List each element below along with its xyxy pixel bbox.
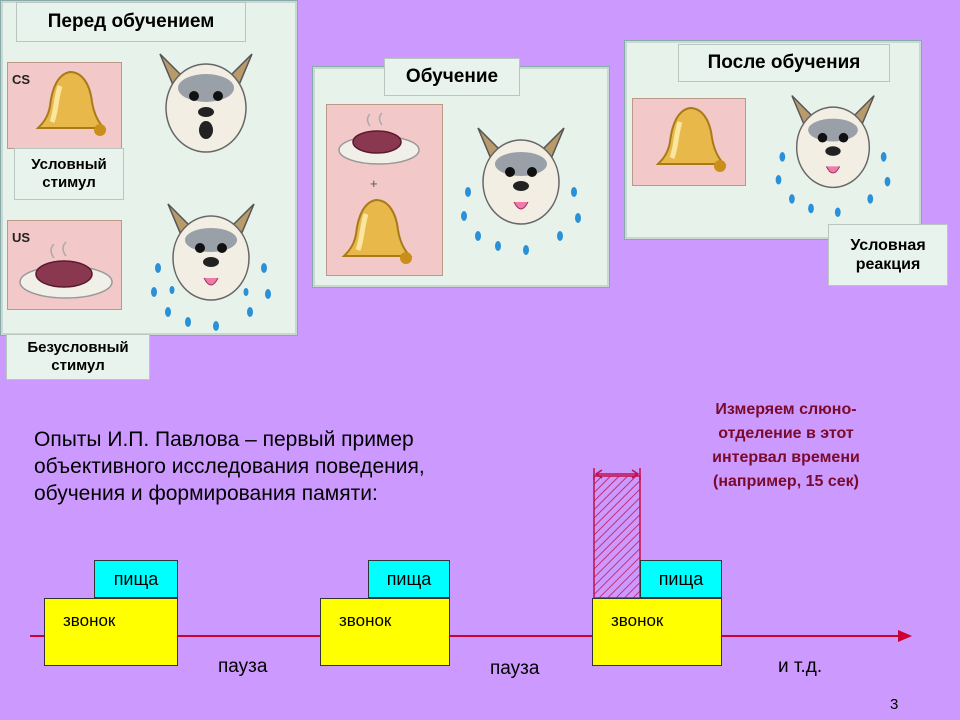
cs-tag: CS [12,72,31,87]
food-block-3: пища [640,560,722,598]
meat-plate-icon [19,241,113,299]
pause-label-1: пауза [218,656,268,677]
bell-block-3: звонок [592,598,722,666]
before-training-title: Перед обучением [16,2,246,42]
bell-icon [341,198,413,264]
conditioned-stimulus-label: Условный стимул [14,148,124,200]
main-description: Опыты И.П. Павлова – первый пример объек… [34,428,425,505]
bell-icon [655,106,727,172]
timeline-arrowhead [898,630,912,642]
pause-label-2: пауза [490,658,540,679]
bell-block-1: звонок [44,598,178,666]
bell-block-2: звонок [320,598,450,666]
dog-calm-icon [159,53,253,153]
measure-note: Измеряем слюно- отделение в этот интерва… [712,401,860,490]
unconditioned-stimulus-label: Безусловный стимул [6,334,150,380]
plus-sign: + [370,176,378,191]
food-block-1: пища [94,560,178,598]
dog-salivating-icon [775,95,891,218]
etc-label: и т.д. [778,656,823,677]
page-number: 3 [890,696,899,713]
dog-salivating-icon [461,127,581,255]
training-title: Обучение [384,58,520,96]
dog-salivating-icon [151,203,271,331]
meat-plate-icon [338,112,420,165]
conditioned-response-label: Условная реакция [828,224,948,286]
measurement-interval [593,475,641,599]
bell-icon [35,70,107,136]
after-training-title: После обучения [678,44,890,82]
us-tag: US [12,230,31,245]
food-block-2: пища [368,560,450,598]
